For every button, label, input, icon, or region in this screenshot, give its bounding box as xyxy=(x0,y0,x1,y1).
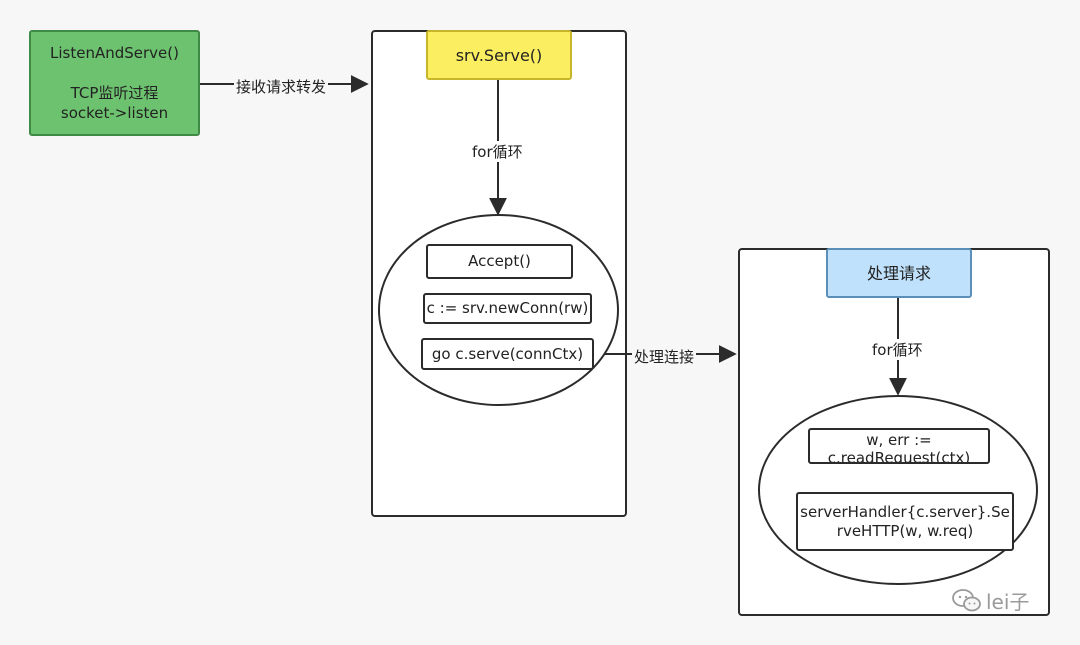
go-serve-step-text: go c.serve(connCtx) xyxy=(431,344,584,363)
listen-and-serve-title: ListenAndServe() xyxy=(50,44,179,62)
tcp-listen-text: TCP监听过程 xyxy=(70,84,159,102)
receive-forward-label: 接收请求转发 xyxy=(234,76,329,97)
new-conn-step-text: c := srv.newConn(rw) xyxy=(426,299,589,317)
socket-listen-text: socket->listen xyxy=(60,104,169,122)
listen-and-serve-node: ListenAndServe() TCP监听过程 socket->listen xyxy=(29,30,200,136)
new-conn-step: c := srv.newConn(rw) xyxy=(423,293,592,324)
request-loop-label: for循环 xyxy=(870,339,925,360)
serve-http-step: serverHandler{c.server}.Se rveHTTP(w, w.… xyxy=(796,492,1014,551)
wechat-icon xyxy=(952,588,981,611)
accept-step-text: Accept() xyxy=(468,252,531,270)
serve-http-step-text: serverHandler{c.server}.Se rveHTTP(w, w.… xyxy=(800,502,1010,540)
accept-step: Accept() xyxy=(426,244,573,279)
watermark: lei子 xyxy=(952,586,1029,615)
watermark-text: lei子 xyxy=(986,590,1030,614)
srv-serve-label: srv.Serve() xyxy=(455,45,543,65)
request-loop-ellipse xyxy=(758,395,1038,585)
serve-loop-label: for循环 xyxy=(470,141,525,162)
handle-request-header: 处理请求 xyxy=(826,248,972,298)
read-request-step-text: w, err := c.readRequest(ctx) xyxy=(827,431,971,464)
go-serve-step: go c.serve(connCtx) xyxy=(421,338,594,370)
read-request-step: w, err := c.readRequest(ctx) xyxy=(808,428,990,464)
handle-request-label: 处理请求 xyxy=(866,263,931,283)
srv-serve-header: srv.Serve() xyxy=(426,30,572,80)
handle-connection-label: 处理连接 xyxy=(632,346,697,367)
